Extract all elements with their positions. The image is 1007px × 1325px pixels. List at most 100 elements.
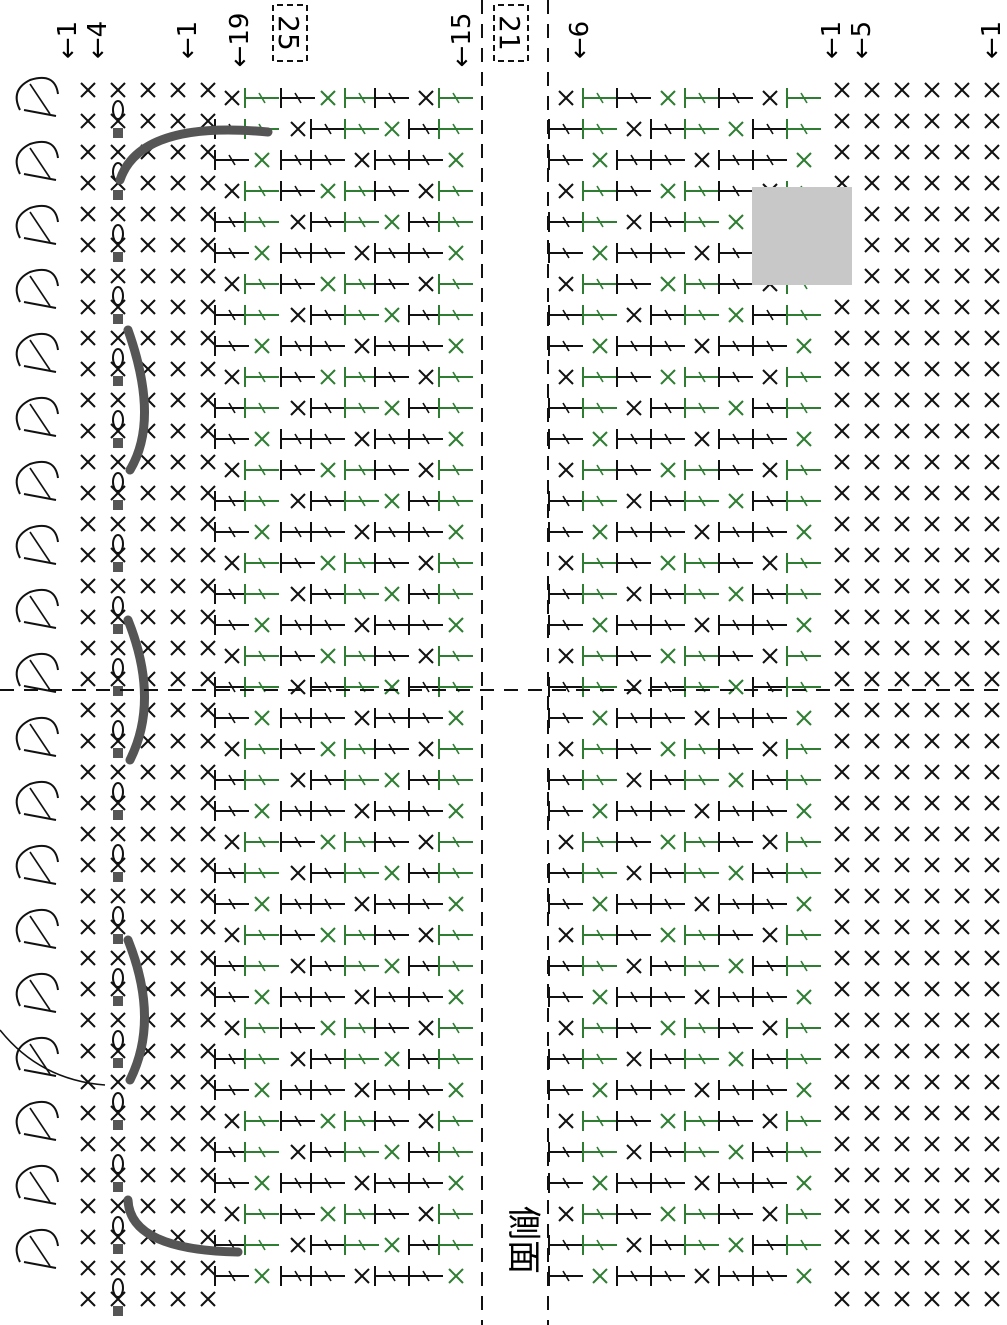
- single-crochet-icon: [593, 990, 607, 1004]
- double-crochet-icon: [215, 336, 249, 356]
- double-crochet-icon: [583, 1018, 617, 1038]
- single-crochet-icon: [171, 331, 185, 345]
- double-crochet-icon: [281, 708, 315, 728]
- single-crochet-icon: [559, 649, 573, 663]
- double-crochet-icon: [549, 1266, 583, 1286]
- single-crochet-icon: [385, 1052, 399, 1066]
- double-crochet-icon: [311, 336, 345, 356]
- single-crochet-icon: [925, 703, 939, 717]
- double-crochet-icon: [439, 770, 473, 790]
- single-crochet-icon: [81, 83, 95, 97]
- single-crochet-icon: [321, 277, 335, 291]
- single-crochet-icon: [255, 339, 269, 353]
- single-crochet-icon: [895, 207, 909, 221]
- double-crochet-icon: [345, 1235, 379, 1255]
- single-crochet-icon: [81, 734, 95, 748]
- single-crochet-icon: [835, 796, 849, 810]
- single-crochet-icon: [925, 1292, 939, 1306]
- double-crochet-icon: [719, 274, 753, 294]
- double-crochet-icon: [719, 181, 753, 201]
- single-crochet-icon: [865, 920, 879, 934]
- single-crochet-icon: [895, 393, 909, 407]
- single-crochet-icon: [171, 517, 185, 531]
- single-crochet-icon: [81, 207, 95, 221]
- single-crochet-icon: [985, 765, 999, 779]
- single-crochet-icon: [985, 1106, 999, 1120]
- double-crochet-icon: [375, 336, 409, 356]
- single-crochet-icon: [895, 455, 909, 469]
- double-crochet-icon: [583, 832, 617, 852]
- double-crochet-icon: [345, 274, 379, 294]
- single-crochet-icon: [627, 587, 641, 601]
- double-crochet-icon: [719, 925, 753, 945]
- double-crochet-icon: [617, 1173, 651, 1193]
- single-crochet-icon: [225, 649, 239, 663]
- single-crochet-icon: [171, 176, 185, 190]
- double-crochet-icon: [439, 88, 473, 108]
- double-crochet-icon: [345, 88, 379, 108]
- double-crochet-icon: [409, 584, 443, 604]
- single-crochet-icon: [201, 610, 215, 624]
- double-crochet-icon: [409, 1235, 443, 1255]
- double-crochet-icon: [583, 274, 617, 294]
- double-crochet-icon: [375, 181, 409, 201]
- single-crochet-icon: [895, 734, 909, 748]
- single-crochet-icon: [985, 1230, 999, 1244]
- double-crochet-icon: [787, 739, 821, 759]
- single-crochet-icon: [955, 1199, 969, 1213]
- single-crochet-icon: [449, 153, 463, 167]
- double-crochet-icon: [375, 1266, 409, 1286]
- single-crochet-icon: [291, 401, 305, 415]
- shell-icon: [17, 142, 58, 180]
- single-crochet-icon: [111, 827, 125, 841]
- single-crochet-icon: [797, 153, 811, 167]
- single-crochet-icon: [449, 1176, 463, 1190]
- single-crochet-icon: [291, 959, 305, 973]
- single-crochet-icon: [925, 114, 939, 128]
- row-marker: ←19: [225, 13, 255, 68]
- single-crochet-icon: [201, 951, 215, 965]
- double-crochet-icon: [311, 398, 345, 418]
- double-crochet-icon: [345, 646, 379, 666]
- double-crochet-icon: [685, 460, 719, 480]
- single-crochet-icon: [225, 835, 239, 849]
- single-crochet-icon: [661, 184, 675, 198]
- single-crochet-icon: [171, 145, 185, 159]
- double-crochet-icon: [617, 1018, 651, 1038]
- single-crochet-icon: [955, 951, 969, 965]
- single-crochet-icon: [865, 641, 879, 655]
- single-crochet-icon: [835, 579, 849, 593]
- single-crochet-icon: [797, 339, 811, 353]
- double-crochet-icon: [409, 677, 443, 697]
- single-crochet-icon: [895, 424, 909, 438]
- single-crochet-icon: [955, 672, 969, 686]
- double-crochet-icon: [245, 1049, 279, 1069]
- single-crochet-icon: [111, 610, 125, 624]
- double-crochet-icon: [583, 739, 617, 759]
- single-crochet-icon: [865, 1230, 879, 1244]
- single-crochet-icon: [419, 928, 433, 942]
- double-crochet-icon: [685, 305, 719, 325]
- single-crochet-icon: [985, 83, 999, 97]
- single-crochet-icon: [141, 207, 155, 221]
- single-crochet-icon: [895, 114, 909, 128]
- double-crochet-icon: [583, 863, 617, 883]
- single-crochet-icon: [593, 246, 607, 260]
- single-crochet-icon: [111, 1292, 125, 1306]
- bracket-top: 25: [272, 5, 307, 61]
- double-crochet-icon: [439, 398, 473, 418]
- single-crochet-icon: [763, 463, 777, 477]
- single-crochet-icon: [201, 920, 215, 934]
- single-crochet-icon: [661, 649, 675, 663]
- single-crochet-icon: [111, 300, 125, 314]
- single-crochet-icon: [81, 114, 95, 128]
- single-crochet-icon: [171, 269, 185, 283]
- single-crochet-icon: [201, 1137, 215, 1151]
- single-crochet-icon: [559, 277, 573, 291]
- double-crochet-icon: [617, 274, 651, 294]
- single-crochet-icon: [171, 486, 185, 500]
- double-crochet-icon: [719, 646, 753, 666]
- chain-icon: [113, 1279, 123, 1316]
- double-crochet-icon: [281, 1080, 315, 1100]
- double-crochet-icon: [439, 1235, 473, 1255]
